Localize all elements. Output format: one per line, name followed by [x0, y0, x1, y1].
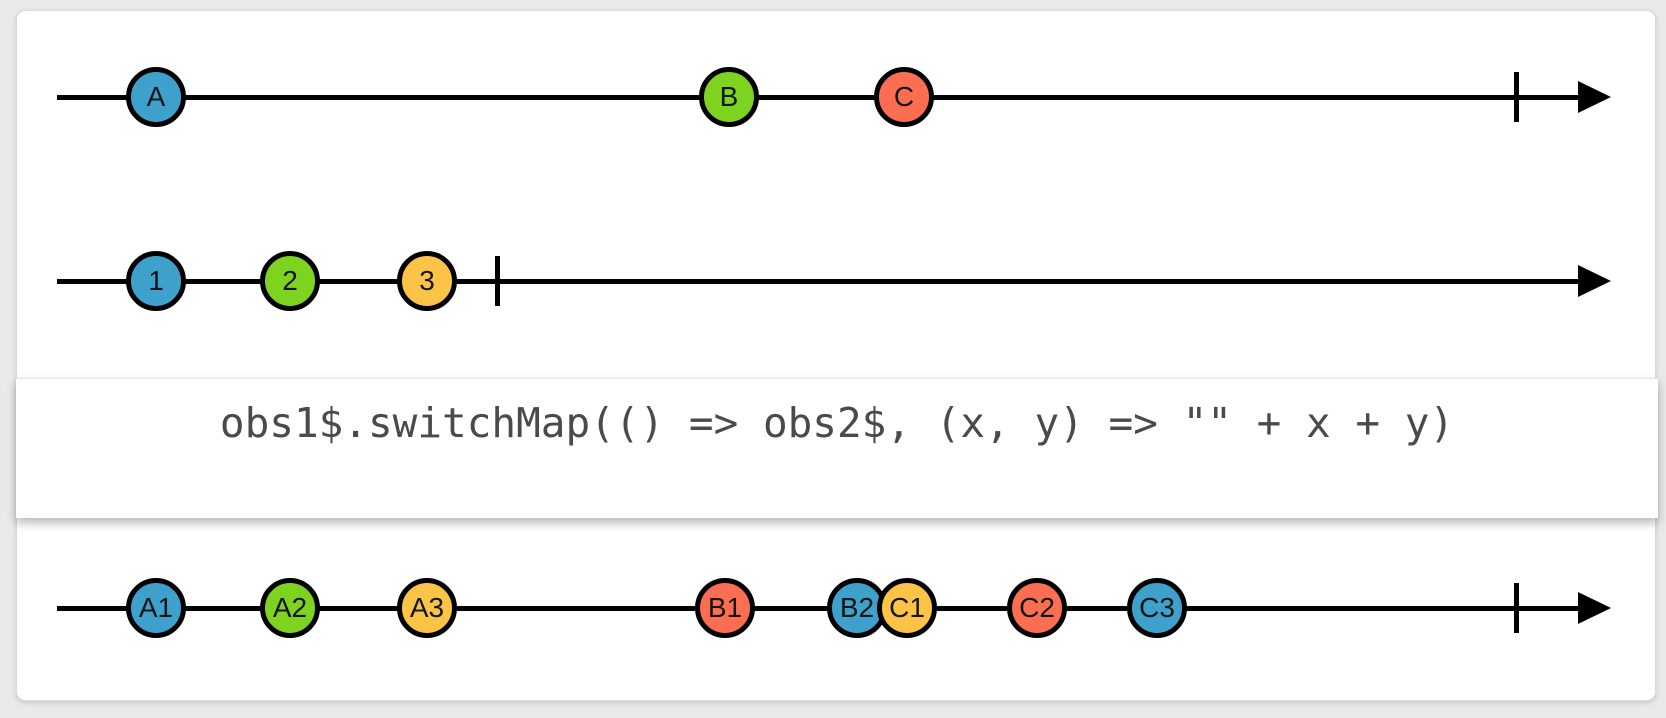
completion-tick-obs2[interactable]: [494, 256, 500, 306]
completion-tick-output: [1513, 583, 1519, 633]
marble-C1: C1: [877, 578, 937, 638]
marble-1[interactable]: 1: [126, 251, 186, 311]
marble-B[interactable]: B: [699, 67, 759, 127]
arrow-icon: [1578, 81, 1611, 113]
marble-B1: B1: [695, 578, 755, 638]
marble-A1: A1: [126, 578, 186, 638]
timeline-line: [57, 94, 1578, 100]
completion-tick-obs1[interactable]: [1513, 72, 1519, 122]
arrow-icon: [1578, 592, 1611, 624]
marble-2[interactable]: 2: [260, 251, 320, 311]
operator-code: obs1$.switchMap(() => obs2$, (x, y) => "…: [219, 399, 1455, 447]
marble-A[interactable]: A: [126, 67, 186, 127]
marble-A3: A3: [397, 578, 457, 638]
marble-C3: C3: [1127, 578, 1187, 638]
marble-C2: C2: [1007, 578, 1067, 638]
operator-box: obs1$.switchMap(() => obs2$, (x, y) => "…: [16, 378, 1658, 518]
arrow-icon: [1578, 265, 1611, 297]
marble-3[interactable]: 3: [397, 251, 457, 311]
marble-C[interactable]: C: [874, 67, 934, 127]
marble-A2: A2: [260, 578, 320, 638]
